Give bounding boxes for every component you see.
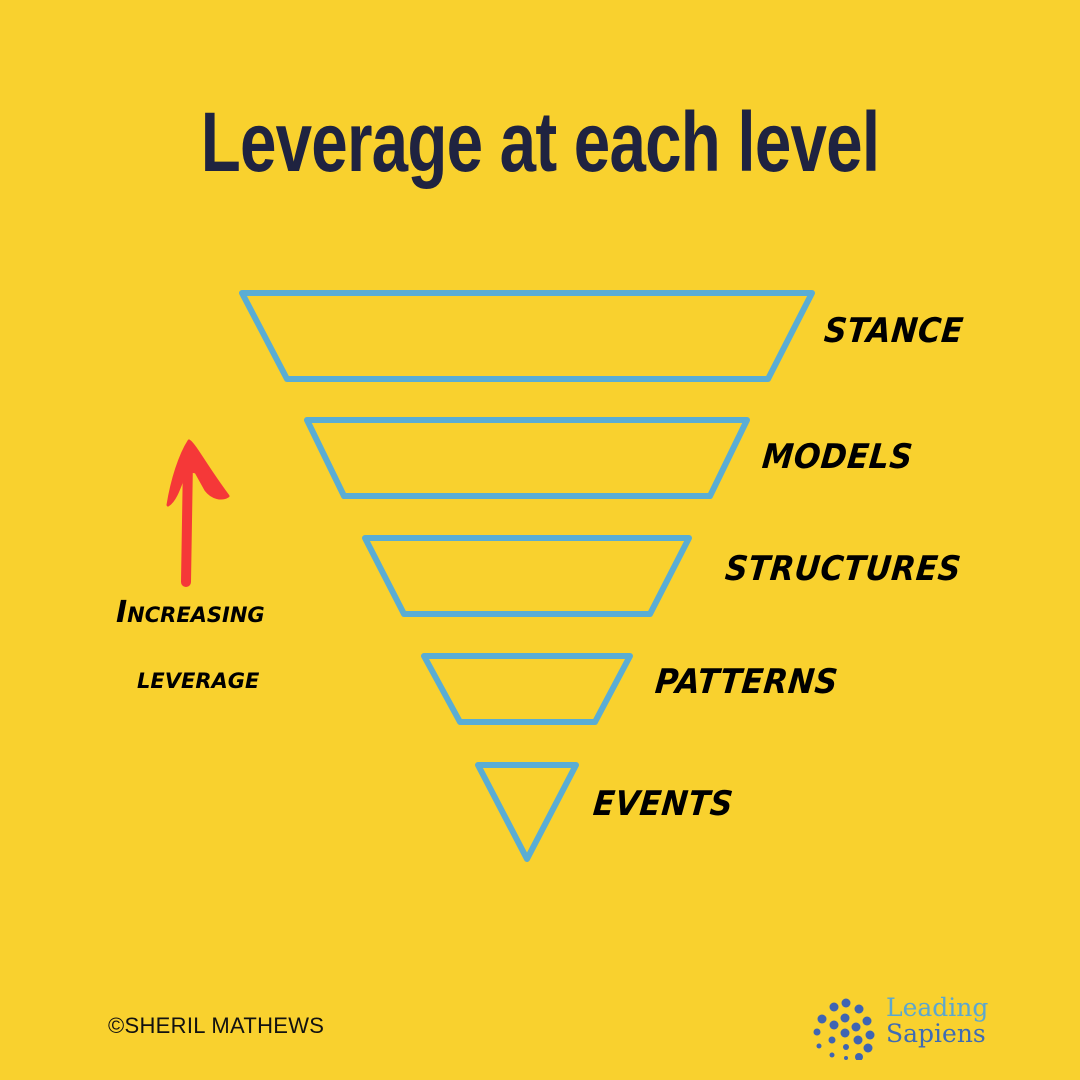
logo-text-sapiens: Sapiens	[886, 1019, 986, 1048]
level-label-events: EVENTS	[591, 784, 736, 824]
events-triangle	[475, 762, 579, 862]
dot-cluster-icon	[813, 998, 875, 1060]
patterns-trapezoid	[421, 653, 633, 725]
arrow-up-icon	[166, 439, 230, 587]
leverage-label: leverage	[137, 661, 260, 696]
level-label-structures: STRUCTURES	[723, 549, 963, 589]
leading-sapiens-logo: Leading Sapiens	[808, 995, 1028, 1060]
logo-text-leading: Leading	[886, 993, 989, 1022]
models-trapezoid	[304, 417, 750, 499]
level-label-patterns: PATTERNS	[653, 662, 840, 702]
logo-wordmark: Leading Sapiens	[886, 995, 988, 1047]
copyright-text: ©SHERIL MATHEWS	[108, 1013, 325, 1038]
level-label-models: MODELS	[760, 437, 915, 477]
increasing-label: Increasing	[116, 595, 265, 630]
structures-trapezoid	[362, 535, 692, 617]
page-title: Leverage at each level	[200, 95, 880, 189]
level-label-stance: STANCE	[822, 311, 966, 351]
stance-trapezoid	[239, 290, 815, 382]
